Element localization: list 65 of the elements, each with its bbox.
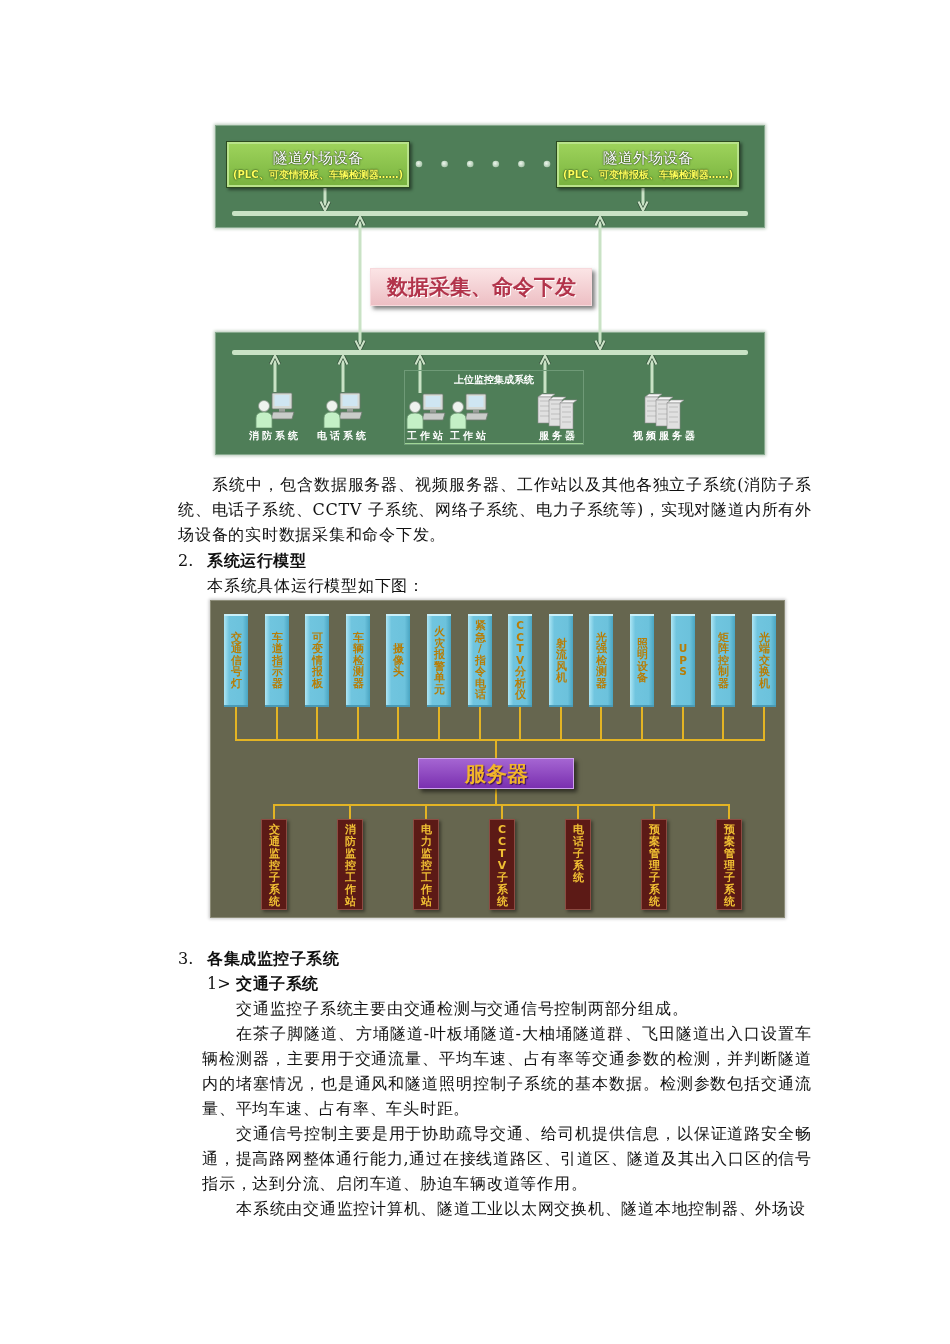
arrow <box>636 188 650 213</box>
server-box: 服务器 <box>418 758 574 789</box>
connector-line <box>495 706 765 759</box>
bus-bar <box>232 211 748 216</box>
device-label: 电话系统 <box>317 430 369 442</box>
device-tile: UPS <box>671 614 695 707</box>
device-label: 消防系统 <box>249 430 301 442</box>
device-box <box>226 141 410 188</box>
device-tile: 摄像头 <box>386 614 410 707</box>
paragraph: 交通监控子系统主要由交通检测与交通信号控制两部分组成。 <box>235 998 690 1020</box>
device-tile: 紧急/指令电话 <box>468 614 492 707</box>
section-heading: 各集成监控子系统 <box>207 948 339 970</box>
panel <box>215 125 765 228</box>
paragraph: 本系统由交通监控计算机、隧道工业以太网交换机、隧道本地控制器、外场设 <box>235 1198 807 1220</box>
arrow <box>593 214 607 352</box>
arrow <box>268 353 282 392</box>
paragraph: 系统中，包含数据服务器、视频服务器、工作站以及其他各独立子系统(消防子系统、电话子系统、CCTV 子系统、网络子系统、电力子系统等)，实现对隧道内所有外场设备的实时数据采集和命令下发。 <box>178 474 812 546</box>
arrow <box>353 214 367 352</box>
section-number: 2. <box>178 550 194 572</box>
box-subtitle: (PLC、可变情报板、车辆检测器……) <box>562 167 734 181</box>
arrow <box>645 353 659 393</box>
section-number: 3. <box>178 948 194 970</box>
device-tile: 光强检测器 <box>589 614 613 707</box>
panel <box>210 600 785 918</box>
section-heading: 交通子系统 <box>236 973 319 995</box>
device-tile: 交通信号灯 <box>224 614 248 707</box>
device-tile: 火灾报警单元 <box>427 614 451 707</box>
box-subtitle: (PLC、可变情报板、车辆检测器……) <box>232 167 404 181</box>
device-tile: CCTV分析仪 <box>508 614 532 707</box>
paragraph: 本系统具体运行模型如下图： <box>207 575 425 597</box>
device-label: 工作站 <box>449 430 489 442</box>
bus-bar <box>232 350 748 355</box>
arrow <box>538 353 552 393</box>
group-box <box>404 370 584 445</box>
device-label: 服务器 <box>538 430 578 442</box>
group-title: 上位监控集成系统 <box>454 374 534 386</box>
device-tile: 可变情报板 <box>305 614 329 707</box>
device-label: 工作站 <box>406 430 446 442</box>
subsystem-box: 电力监控工作站 <box>413 819 439 910</box>
section-number: 1> <box>207 973 231 995</box>
subsystem-box: CCTV子系统 <box>489 819 515 910</box>
section-heading: 系统运行模型 <box>207 550 306 572</box>
device-tile: 射流风机 <box>549 614 573 707</box>
panel <box>215 332 765 455</box>
arrow <box>413 353 427 393</box>
device-tile: 车道指示器 <box>265 614 289 707</box>
device-tile: 车辆检测器 <box>346 614 370 707</box>
subsystem-box: 预案管理子系统 <box>716 819 742 910</box>
paragraph: 在茶子脚隧道、方埇隧道-叶板埇隧道-大柚埇隧道群、飞田隧道出入口设置车辆检测器，主要用于交通流量、平均车速、占有率等交通参数的检测，并判断隧道内的堵塞情况，也是通风和隧道照明控制子系统的基本数据。检测参数包括交通流量、平均车速、占有率、车头时距。 <box>202 1023 812 1120</box>
box-title: 隧道外场设备 <box>603 148 693 167</box>
device-tile: 矩阵控制器 <box>711 614 735 707</box>
device-tile: 照明设备 <box>630 614 654 707</box>
subsystem-box: 电话子系统 <box>565 819 591 910</box>
subsystem-box: 消防监控工作站 <box>337 819 363 910</box>
arrow <box>336 353 350 392</box>
connector-line <box>495 788 730 820</box>
box-title: 隧道外场设备 <box>273 148 363 167</box>
banner: 数据采集、命令下发 <box>370 268 592 306</box>
subsystem-box: 预案管理子系统 <box>641 819 667 910</box>
device-box <box>556 141 740 188</box>
arrow <box>318 188 332 213</box>
device-tile: 光端交换机 <box>752 614 776 707</box>
paragraph: 交通信号控制主要是用于协助疏导交通、给司机提供信息，以保证道路安全畅通，提高路网整体通行能力,通过在接线道路区、引道区、隧道及其出入口区的信号指示，达到分流、启闭车道、胁迫车辆改道等作用。 <box>202 1123 812 1195</box>
device-label: 视频服务器 <box>632 430 698 442</box>
subsystem-box: 交通监控子系统 <box>261 819 287 910</box>
